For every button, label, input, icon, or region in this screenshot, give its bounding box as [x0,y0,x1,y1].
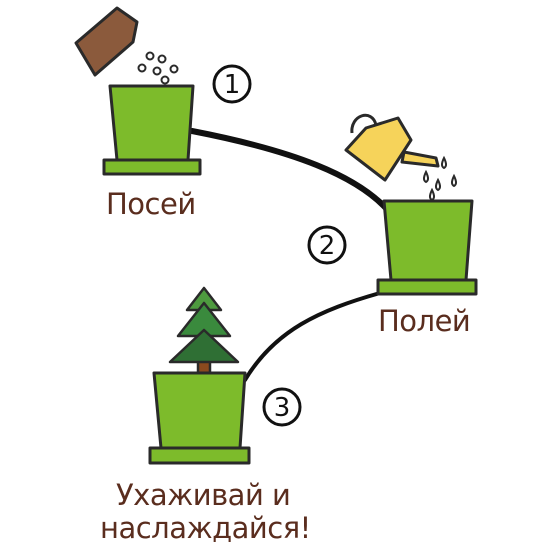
tree-icon [168,286,240,377]
step-1-label: Посей [106,187,196,221]
step-3-label-line2: наслаждайся! [100,511,311,545]
seeds-icon [137,51,179,85]
step-3-badge: 3 [262,387,302,427]
watering-can-icon [344,113,440,182]
pot-3-icon [148,371,251,465]
pot-1-icon [102,84,202,176]
soil-bag-icon [74,6,139,77]
step-2-label: Полей [378,304,471,338]
step-2-badge: 2 [307,225,347,265]
connector-path [189,128,395,218]
step-1-badge: 1 [212,64,252,104]
step-3-label-line1: Ухаживай и [116,478,291,512]
step-3-number: 3 [274,393,291,423]
pot-2-icon [376,199,478,296]
step-1-number: 1 [224,70,241,100]
step-2-number: 2 [319,231,336,261]
connector-path-lower [243,291,382,382]
